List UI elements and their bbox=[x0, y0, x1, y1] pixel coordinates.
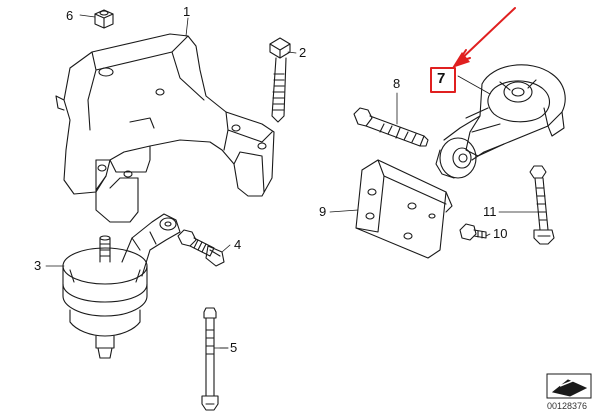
part-10-screw bbox=[459, 223, 487, 241]
part-2-bolt bbox=[269, 37, 291, 123]
part-1-bracket bbox=[55, 33, 275, 223]
callout-1: 1 bbox=[183, 4, 191, 19]
part-11-bolt bbox=[529, 165, 555, 245]
callout-8: 8 bbox=[393, 76, 401, 91]
diagram-id: 00128376 bbox=[547, 401, 588, 411]
part-6-nut bbox=[94, 9, 114, 29]
callout-7-highlight-box bbox=[430, 67, 456, 93]
callout-7: 7 bbox=[437, 70, 446, 87]
callout-10: 10 bbox=[493, 226, 508, 241]
callout-11: 11 bbox=[483, 204, 497, 219]
part-7-torque-mount bbox=[435, 64, 566, 179]
red-arrow-head-icon bbox=[452, 52, 470, 68]
callout-2: 2 bbox=[299, 45, 307, 60]
part-5-bolt bbox=[201, 307, 219, 411]
diagram-corner-logo bbox=[546, 373, 592, 399]
part-8-bolt bbox=[353, 107, 429, 147]
callout-6: 6 bbox=[66, 8, 74, 23]
callout-5: 5 bbox=[230, 340, 238, 355]
leader-lines bbox=[45, 14, 540, 349]
part-3-engine-mount bbox=[62, 213, 181, 359]
red-arrow-icon bbox=[457, 7, 516, 63]
callout-9: 9 bbox=[319, 204, 327, 219]
part-9-plate bbox=[355, 159, 453, 259]
part-4-bolt bbox=[177, 229, 225, 267]
callout-4: 4 bbox=[234, 237, 242, 252]
callout-3: 3 bbox=[34, 258, 42, 273]
